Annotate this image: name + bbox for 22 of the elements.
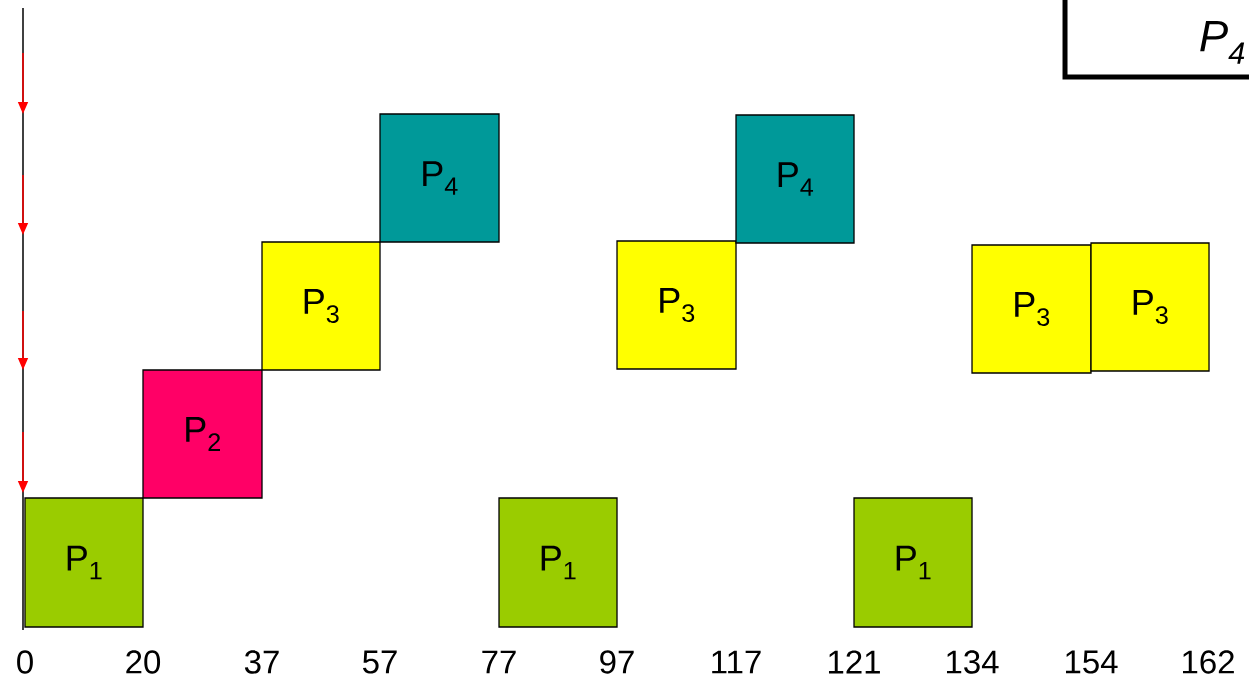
process-box: P$_{4}$ <box>735 114 855 244</box>
tick-label: 0 <box>17 650 33 674</box>
tick-label: 117 <box>712 650 761 674</box>
tick-label: 134 <box>947 650 999 674</box>
tick-label: 162 <box>1183 650 1234 674</box>
process-box: P$_{1}$ <box>498 497 618 628</box>
tick-label: 97 <box>600 650 634 674</box>
process-box: P$_{3}$ <box>971 244 1092 374</box>
legend-box: P$_{4}$ <box>1062 0 1249 80</box>
process-box: P$_{2}$ <box>142 369 263 499</box>
process-box: P$_{4}$ <box>379 113 500 243</box>
tick-label: 57 <box>362 650 397 674</box>
process-box: P$_{3}$ <box>1090 242 1210 372</box>
process-box: P$_{3}$ <box>616 240 737 370</box>
tick-label: 77 <box>482 650 516 674</box>
process-box: P$_{1}$ <box>853 497 973 628</box>
tick-label: 20 <box>126 650 161 674</box>
process-box: P$_{3}$ <box>261 241 381 371</box>
tick-label: 37 <box>244 650 279 674</box>
tick-label: 154 <box>1066 650 1118 674</box>
tick-label: 121 <box>829 650 880 674</box>
process-box: P$_{1}$ <box>24 497 144 628</box>
